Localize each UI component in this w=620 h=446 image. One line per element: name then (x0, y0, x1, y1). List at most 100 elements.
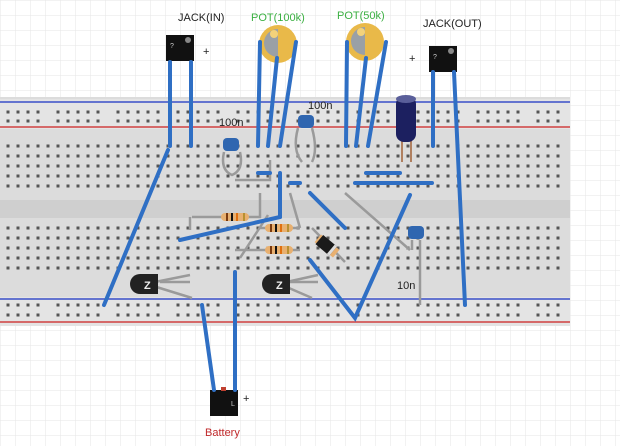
breadboard-hole (536, 174, 540, 178)
breadboard-hole (56, 154, 60, 158)
breadboard-hole (116, 144, 120, 148)
breadboard-hole (416, 313, 420, 317)
breadboard-hole (86, 174, 90, 178)
breadboard-hole (486, 144, 490, 148)
breadboard-hole (106, 164, 110, 168)
breadboard-hole (56, 110, 60, 114)
breadboard-hole (516, 256, 520, 260)
breadboard-hole (436, 144, 440, 148)
breadboard-hole (266, 266, 270, 270)
breadboard-hole (366, 110, 370, 114)
breadboard-hole (436, 164, 440, 168)
pot-50k[interactable] (346, 23, 384, 61)
breadboard-hole (16, 246, 20, 250)
breadboard-hole (96, 236, 100, 240)
breadboard-hole (486, 313, 490, 317)
breadboard-hole (346, 154, 350, 158)
breadboard-hole (336, 144, 340, 148)
breadboard-hole (86, 303, 90, 307)
breadboard-hole (86, 236, 90, 240)
electrolytic-capacitor[interactable] (396, 95, 416, 162)
breadboard-hole (16, 119, 20, 123)
capacitor-100n-1[interactable] (221, 138, 243, 177)
jack-out[interactable]: ? (429, 46, 457, 72)
resistor-2[interactable] (265, 224, 293, 232)
breadboard-hole (496, 164, 500, 168)
breadboard-hole (206, 110, 210, 114)
breadboard-hole (486, 226, 490, 230)
breadboard-hole (136, 226, 140, 230)
jumper-wires[interactable] (102, 40, 467, 392)
breadboard-hole (126, 313, 130, 317)
breadboard-hole (246, 226, 250, 230)
breadboard-hole (276, 266, 280, 270)
breadboard-hole (496, 119, 500, 123)
breadboard-hole (76, 144, 80, 148)
breadboard-hole (556, 184, 560, 188)
breadboard-hole (96, 174, 100, 178)
breadboard-hole (26, 144, 30, 148)
breadboard-hole (146, 266, 150, 270)
breadboard-hole (536, 226, 540, 230)
capacitor-10n[interactable] (408, 226, 424, 305)
breadboard-hole (366, 313, 370, 317)
breadboard-hole (316, 174, 320, 178)
label-pot-50k: POT(50k) (337, 10, 385, 22)
breadboard-hole (56, 164, 60, 168)
breadboard-hole (306, 154, 310, 158)
breadboard-hole (436, 154, 440, 158)
breadboard-hole (446, 256, 450, 260)
breadboard-hole (506, 110, 510, 114)
breadboard-hole (226, 246, 230, 250)
battery[interactable]: L (210, 387, 238, 416)
breadboard-hole (56, 236, 60, 240)
breadboard-hole (256, 226, 260, 230)
transistor-2[interactable]: Z (262, 274, 290, 294)
breadboard-hole (196, 144, 200, 148)
svg-text:Z: Z (276, 280, 283, 292)
breadboard-hole (136, 110, 140, 114)
breadboard-hole (426, 313, 430, 317)
breadboard-hole (136, 303, 140, 307)
breadboard-hole (526, 174, 530, 178)
breadboard-hole (276, 303, 280, 307)
breadboard-hole (26, 174, 30, 178)
resistor-1[interactable] (221, 213, 249, 221)
breadboard-hole (56, 256, 60, 260)
breadboard-hole (506, 164, 510, 168)
breadboard-hole (86, 110, 90, 114)
diode[interactable] (314, 234, 340, 259)
breadboard-hole (436, 246, 440, 250)
breadboard-hole (216, 246, 220, 250)
breadboard-hole (256, 256, 260, 260)
breadboard-hole (356, 266, 360, 270)
breadboard-hole (506, 184, 510, 188)
breadboard-hole (216, 256, 220, 260)
breadboard-hole (156, 184, 160, 188)
jack-in[interactable]: ? (166, 35, 194, 61)
breadboard-hole (416, 144, 420, 148)
breadboard-hole (266, 236, 270, 240)
breadboard-hole (36, 256, 40, 260)
breadboard-hole (256, 303, 260, 307)
transistor-1[interactable]: Z (130, 274, 158, 294)
breadboard-hole (206, 154, 210, 158)
breadboard-hole (116, 174, 120, 178)
breadboard-hole (56, 119, 60, 123)
breadboard-hole (386, 236, 390, 240)
breadboard-hole (446, 266, 450, 270)
breadboard-hole (506, 313, 510, 317)
breadboard-hole (266, 174, 270, 178)
capacitor-100n-2[interactable] (294, 115, 317, 163)
breadboard-hole (26, 246, 30, 250)
breadboard-hole (236, 154, 240, 158)
pot-100k[interactable] (259, 25, 297, 63)
breadboard-hole (396, 303, 400, 307)
breadboard-hole (246, 256, 250, 260)
resistor-3[interactable] (265, 246, 293, 254)
breadboard-hole (326, 266, 330, 270)
breadboard-hole (56, 313, 60, 317)
breadboard-hole (346, 256, 350, 260)
breadboard-hole (476, 266, 480, 270)
breadboard-hole (176, 184, 180, 188)
